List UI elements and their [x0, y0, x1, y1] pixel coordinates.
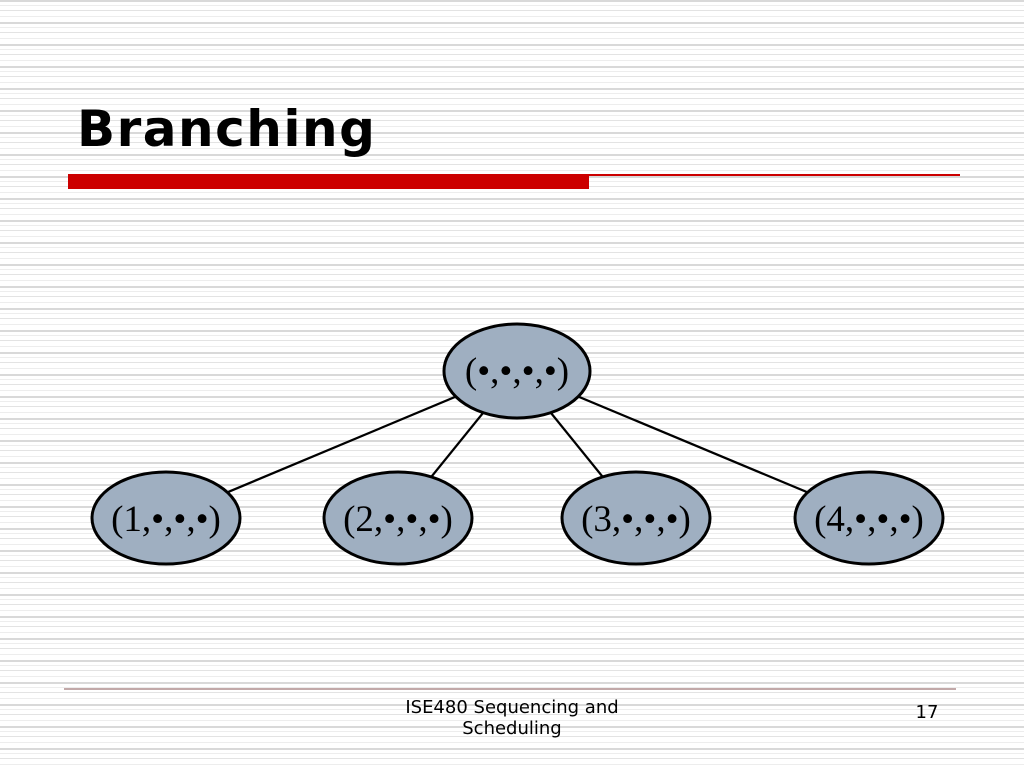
child-node-2-label: (2,•,•,•) — [343, 499, 453, 540]
child-node-3: (3,•,•,•) — [560, 470, 712, 566]
title-accent-bar — [68, 174, 589, 189]
child-node-2-ellipse — [322, 470, 474, 566]
page-number: 17 — [915, 702, 939, 723]
root-node: (•,•,•,•) — [442, 322, 592, 420]
footer-text: ISE480 Sequencing and Scheduling — [387, 697, 637, 739]
child-node-3-label: (3,•,•,•) — [581, 499, 691, 540]
child-node-1-label: (1,•,•,•) — [111, 499, 221, 540]
footer-line-1: ISE480 Sequencing and — [405, 697, 619, 718]
slide-title: Branching — [77, 100, 377, 158]
footer-line-2: Scheduling — [462, 718, 562, 739]
child-node-1-ellipse — [90, 470, 242, 566]
child-node-3-ellipse — [560, 470, 712, 566]
footer-divider — [64, 688, 956, 690]
root-node-label: (•,•,•,•) — [465, 351, 569, 392]
root-node-ellipse — [442, 322, 592, 420]
child-node-4-ellipse — [793, 470, 945, 566]
title-accent-line — [589, 174, 960, 176]
child-node-2: (2,•,•,•) — [322, 470, 474, 566]
child-node-4-label: (4,•,•,•) — [814, 499, 924, 540]
child-node-4: (4,•,•,•) — [793, 470, 945, 566]
child-node-1: (1,•,•,•) — [90, 470, 242, 566]
